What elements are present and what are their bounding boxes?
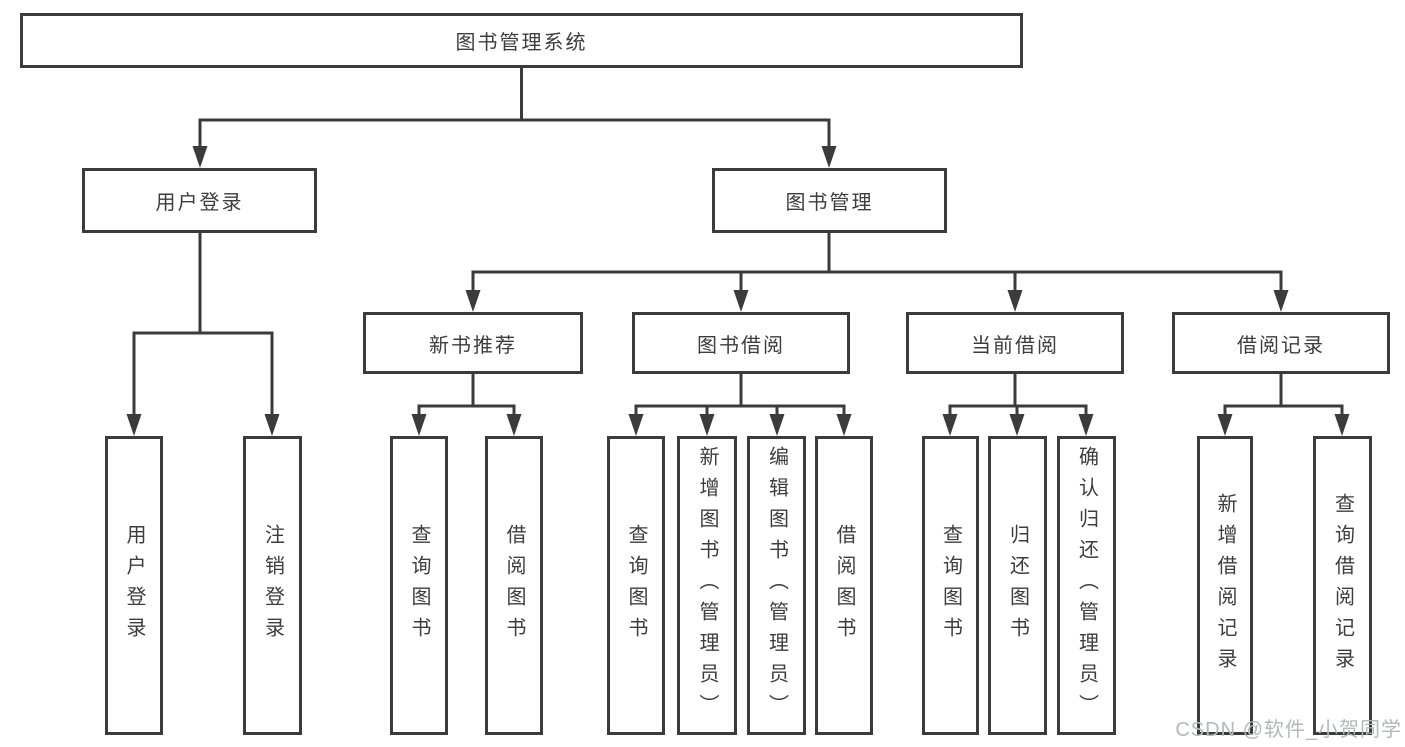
node-label-query-borrow-record: 查询借阅记录: [1331, 492, 1354, 679]
node-borrow-book-2: 借阅图书: [815, 436, 873, 735]
node-label-borrow-book-1: 借阅图书: [503, 523, 525, 648]
node-current-borrow: 当前借阅: [906, 312, 1124, 374]
node-user-login: 用户登录: [82, 168, 317, 233]
node-label-query-book-3: 查询图书: [939, 523, 962, 648]
node-label-query-book-1: 查询图书: [408, 523, 430, 648]
node-label-logout: 注销登录: [261, 523, 284, 648]
node-query-book-2: 查询图书: [607, 436, 665, 735]
node-book-mgmt: 图书管理: [712, 168, 947, 233]
node-borrow-records: 借阅记录: [1172, 312, 1390, 374]
watermark-text: CSDN @软件_小贺同学: [1175, 719, 1402, 741]
node-label-add-book: 新增图书（管理员）: [696, 446, 718, 725]
node-new-book-rec: 新书推荐: [363, 312, 583, 374]
node-confirm-return: 确认归还（管理员）: [1057, 436, 1116, 735]
node-root: 图书管理系统: [20, 13, 1023, 68]
node-label-user-login: 用户登录: [155, 192, 244, 214]
node-label-root: 图书管理系统: [455, 32, 588, 54]
node-label-new-book-rec: 新书推荐: [429, 334, 517, 357]
node-query-book-1: 查询图书: [390, 436, 448, 735]
node-label-add-borrow-record: 新增借阅记录: [1214, 492, 1236, 679]
node-label-current-borrow: 当前借阅: [971, 334, 1059, 357]
node-user-login-leaf: 用户登录: [105, 436, 163, 735]
node-label-book-borrow: 图书借阅: [697, 334, 785, 357]
node-book-borrow: 图书借阅: [632, 312, 850, 374]
node-borrow-book-1: 借阅图书: [485, 436, 543, 735]
node-add-book: 新增图书（管理员）: [677, 436, 737, 735]
node-edit-book: 编辑图书（管理员）: [747, 436, 806, 735]
node-add-borrow-record: 新增借阅记录: [1197, 436, 1253, 735]
node-label-query-book-2: 查询图书: [625, 523, 647, 648]
node-label-book-mgmt: 图书管理: [785, 192, 874, 214]
node-label-user-login-leaf: 用户登录: [123, 523, 145, 648]
node-query-book-3: 查询图书: [922, 436, 979, 735]
node-label-return-book: 归还图书: [1006, 523, 1029, 648]
node-logout: 注销登录: [243, 436, 302, 735]
node-label-borrow-records: 借阅记录: [1237, 334, 1325, 357]
node-label-confirm-return: 确认归还（管理员）: [1075, 446, 1098, 725]
node-label-borrow-book-2: 借阅图书: [833, 523, 855, 648]
node-query-borrow-record: 查询借阅记录: [1313, 436, 1372, 735]
node-return-book: 归还图书: [988, 436, 1047, 735]
node-label-edit-book: 编辑图书（管理员）: [765, 446, 788, 725]
